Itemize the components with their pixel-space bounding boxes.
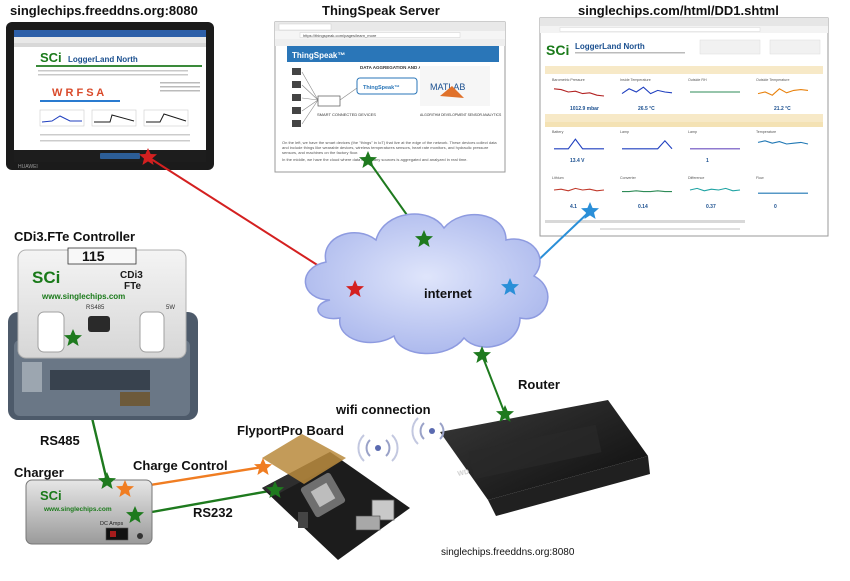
dashboard-panel-title: Lamp bbox=[620, 130, 629, 134]
dashboard-url-label: singlechips.com/html/DD1.shtml bbox=[578, 3, 779, 18]
green-link-internet-to-router bbox=[481, 354, 506, 415]
controller-logo: SCi bbox=[32, 268, 60, 287]
controller-port-2: 5W bbox=[166, 305, 175, 311]
dashboard-panel-value: 4.1 bbox=[570, 204, 577, 210]
tablet-url-label: singlechips.freeddns.org:8080 bbox=[10, 3, 198, 18]
dashboard-panel-title: Outside Temperature bbox=[756, 78, 790, 82]
controller-site: www.singlechips.com bbox=[41, 292, 125, 301]
dashboard-panel-title: Flow bbox=[756, 176, 764, 180]
dashboard-panel-trace bbox=[554, 138, 604, 150]
tablet-brand: HUAWEI bbox=[18, 164, 38, 170]
controller-brand-2: FTe bbox=[124, 281, 141, 292]
tablet-logo: SCi bbox=[40, 50, 62, 65]
thingspeak-algo-caption: ALGORITHM DEVELOPMENT SENSOR ANALYTICS bbox=[420, 113, 502, 117]
thingspeak-server-label: ThingSpeak Server bbox=[322, 3, 440, 18]
thingspeak-screenshot: https://thingspeak.com/pages/learn_more … bbox=[274, 21, 506, 173]
dashboard-panel-trace bbox=[621, 86, 673, 95]
charger-label: DC Amps bbox=[100, 521, 123, 527]
controller-device: 115 SCi CDi3 FTe www.singlechips.com RS4… bbox=[8, 247, 198, 420]
charger-label: Charger bbox=[14, 465, 64, 480]
tablet-device: SCi LoggerLand North W R F S A HUAWEI bbox=[6, 22, 214, 170]
dashboard-panel-title: Difference bbox=[688, 176, 704, 180]
green-star-cloud-bottom bbox=[473, 346, 491, 363]
flyport-label: FlyportPro Board bbox=[237, 423, 344, 438]
controller-port-1: RS485 bbox=[86, 305, 105, 311]
dashboard-panel-value: 1012.9 mbar bbox=[570, 106, 599, 112]
router-device: WD bbox=[440, 400, 650, 516]
dashboard-panel-title: Temperature bbox=[756, 130, 776, 134]
dashboard-panel-value: 1 bbox=[706, 158, 709, 164]
dashboard-panels: Barometric Pressure 1012.9 mbar Inside Tem… bbox=[552, 78, 809, 210]
thingspeak-matlab: MATLAB bbox=[430, 82, 465, 92]
dashboard-panel-trace bbox=[622, 139, 673, 150]
dashboard-panel-trace bbox=[689, 187, 741, 192]
wifi-icon-left bbox=[357, 434, 399, 462]
dashboard-panel-value: 0.37 bbox=[706, 204, 716, 210]
rs232-link bbox=[134, 488, 276, 517]
dashboard-panel-title: Outside RH bbox=[688, 78, 707, 82]
internet-label: internet bbox=[424, 286, 472, 301]
controller-label: CDi3.FTe Controller bbox=[14, 229, 136, 244]
dashboard-panel-trace bbox=[553, 187, 605, 192]
dashboard-panel-value: 0 bbox=[774, 204, 777, 210]
thingspeak-brand: ThingSpeak™ bbox=[292, 51, 345, 60]
dashboard-panel-trace bbox=[553, 88, 605, 97]
thingspeak-paragraph-1: On the left, we have the smart devices (… bbox=[282, 140, 497, 155]
charger-site: www.singlechips.com bbox=[43, 506, 112, 513]
controller-brand-1: CDi3 bbox=[120, 270, 143, 281]
dashboard-panel-title: Lithium bbox=[552, 176, 564, 180]
device-icons bbox=[292, 68, 358, 127]
router-label: Router bbox=[518, 377, 560, 392]
dashboard-panel-title: Barometric Pressure bbox=[552, 78, 585, 82]
dashboard-panel-trace bbox=[757, 88, 809, 96]
dashboard-panel-title: Lamp bbox=[688, 130, 697, 134]
svg-text:WD: WD bbox=[457, 469, 470, 478]
dashboard-panel-title: Converter bbox=[620, 176, 637, 180]
bottom-url-label: singlechips.freeddns.org:8080 bbox=[441, 547, 575, 558]
tablet-site-title: LoggerLand North bbox=[68, 55, 138, 64]
flyport-board bbox=[262, 434, 410, 560]
thingspeak-paragraph-2: In the middle, we have the cloud where d… bbox=[282, 157, 468, 162]
wifi-icon-right bbox=[411, 417, 445, 445]
svg-text:ThingSpeak™: ThingSpeak™ bbox=[363, 85, 400, 91]
wifi-label: wifi connection bbox=[336, 402, 431, 417]
dashboard-panel-title: Inside Temperature bbox=[620, 78, 651, 82]
dashboard-panel-value: 0.14 bbox=[638, 204, 648, 210]
dashboard-title: LoggerLand North bbox=[575, 42, 645, 51]
rs485-label: RS485 bbox=[40, 433, 80, 448]
charge-control-label: Charge Control bbox=[133, 458, 228, 473]
rs232-label: RS232 bbox=[193, 505, 233, 520]
dashboard-panel-title: Battery bbox=[552, 130, 564, 134]
internet-cloud bbox=[304, 213, 549, 355]
dashboard-logo: SCi bbox=[546, 42, 569, 58]
charger-logo: SCi bbox=[40, 488, 62, 503]
tablet-banner: W R F S A bbox=[52, 87, 104, 99]
dashboard-panel-value: 26.5 °C bbox=[638, 106, 655, 112]
controller-display: 115 bbox=[82, 248, 105, 264]
dashboard-panel-trace bbox=[757, 140, 809, 145]
dashboard-panel-value: 21.2 °C bbox=[774, 106, 791, 112]
dashboard-screenshot: SCi LoggerLand North Barometric Pressure… bbox=[539, 17, 829, 237]
thingspeak-header-text: DATA AGGREGATION AND ANALYTICS bbox=[360, 65, 444, 70]
thingspeak-devices-caption: SMART CONNECTED DEVICES bbox=[317, 112, 376, 117]
dashboard-panel-trace bbox=[622, 190, 672, 193]
dashboard-panel-value: 13.4 V bbox=[570, 158, 585, 164]
thingspeak-url: https://thingspeak.com/pages/learn_more bbox=[303, 33, 377, 38]
